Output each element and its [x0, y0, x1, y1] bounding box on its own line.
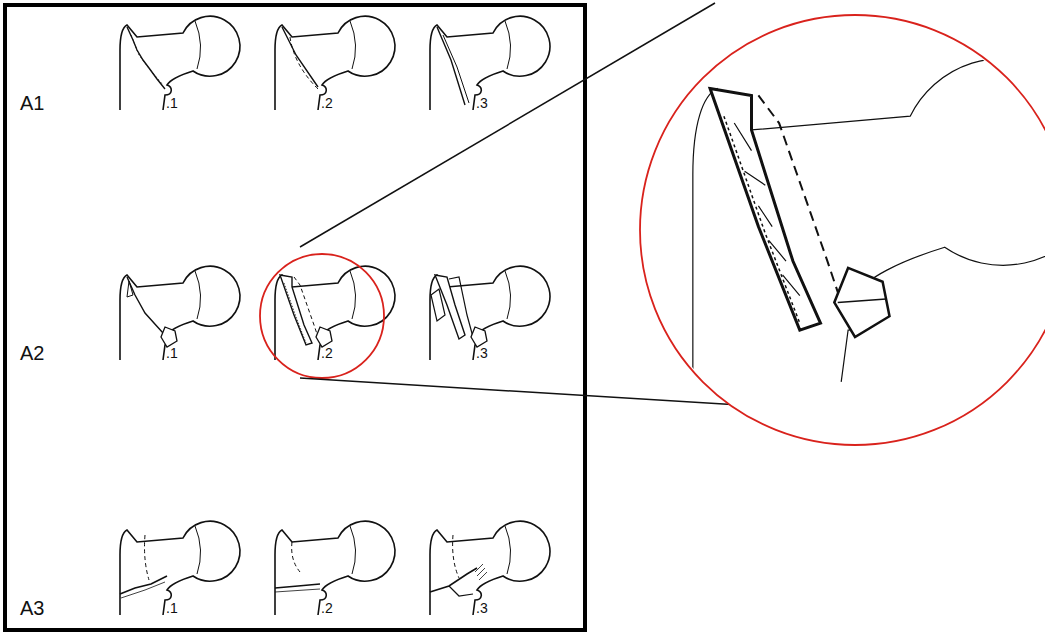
- group-label: A2: [20, 343, 44, 363]
- group-label: A1: [20, 93, 44, 113]
- subtype-number: .2: [321, 346, 333, 360]
- subtype-number: .2: [321, 601, 333, 615]
- subtype-number: .2: [321, 96, 333, 110]
- group-label: A3: [20, 598, 44, 618]
- subtype-number: .3: [476, 601, 488, 615]
- subtype-number: .1: [166, 96, 178, 110]
- subtype-number: .3: [476, 346, 488, 360]
- subtype-number: .1: [166, 601, 178, 615]
- subtype-number: .3: [476, 96, 488, 110]
- subtype-number: .1: [166, 346, 178, 360]
